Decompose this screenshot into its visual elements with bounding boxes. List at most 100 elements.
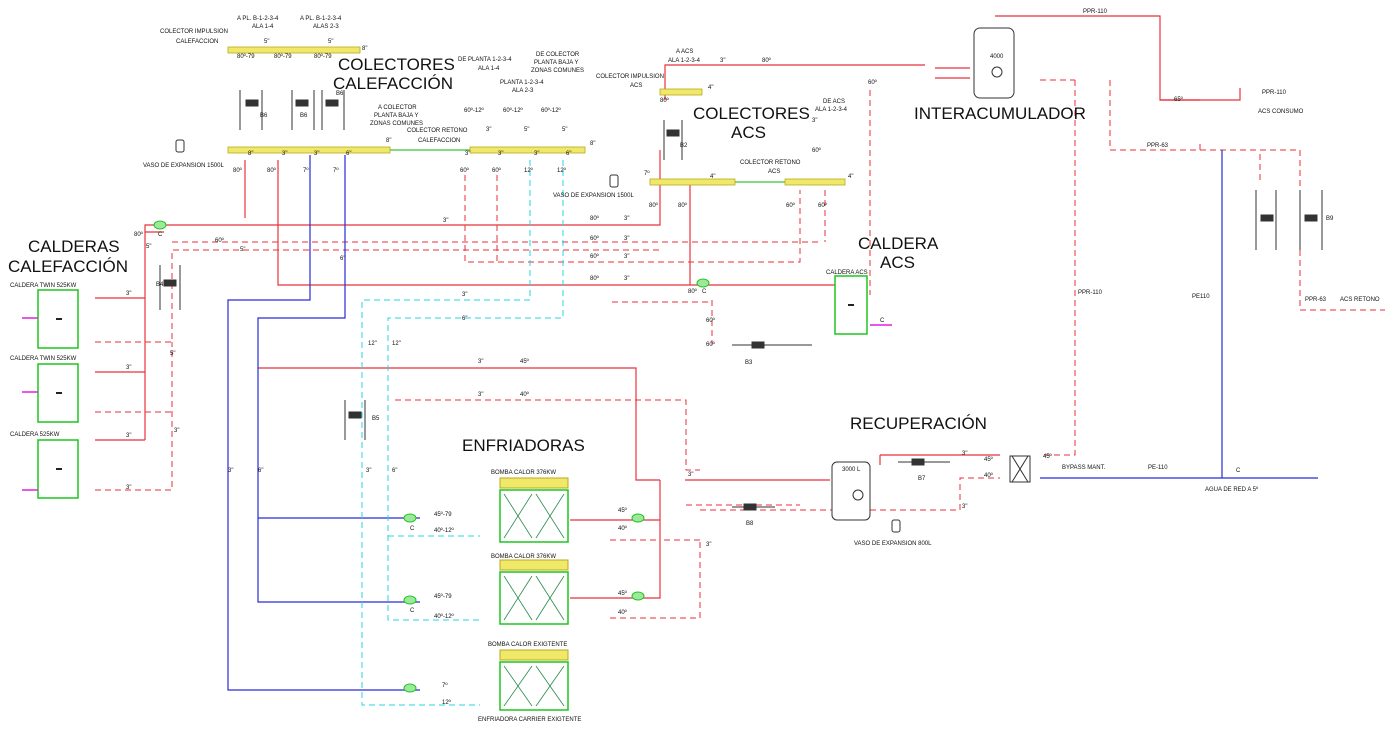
pump-tag: B9 bbox=[1326, 216, 1334, 222]
label: BOMBA CALOR EXIGTENTE bbox=[488, 642, 567, 648]
pipe-size: 60º bbox=[590, 253, 600, 260]
label: ACS bbox=[768, 169, 780, 175]
pipe-size: 45º bbox=[520, 358, 530, 365]
green-lines bbox=[390, 149, 785, 183]
label: DE ACS bbox=[823, 99, 845, 105]
label: CALDERA TWIN 525KW bbox=[10, 356, 77, 362]
pipe-size: C bbox=[410, 526, 415, 532]
label: ENFRIADORA CARRIER EXIGTENTE bbox=[478, 717, 581, 723]
pipe-size: 80º bbox=[590, 215, 600, 222]
title-colectores-cal-2: CALEFACCIÓN bbox=[333, 74, 453, 93]
colector-retorno-calefaccion-a bbox=[227, 146, 391, 154]
vaso-expansion-2 bbox=[609, 174, 619, 188]
label: COLECTOR IMPULSION bbox=[596, 74, 664, 80]
pipe-size: 60º bbox=[868, 79, 878, 86]
label: VASO DE EXPANSION 1500L bbox=[143, 163, 224, 169]
colector-acs-b bbox=[784, 178, 846, 186]
pipe-size: 60º bbox=[818, 202, 828, 209]
pipe-size: C bbox=[702, 289, 707, 295]
pipe-size: 3" bbox=[624, 236, 629, 242]
label: A ACS bbox=[676, 49, 693, 55]
label: ALA 1-2-3-4 bbox=[668, 58, 701, 64]
titles: CALDERAS CALEFACCIÓN COLECTORES CALEFACC… bbox=[8, 55, 1086, 455]
pipe-size: 80º bbox=[590, 275, 600, 282]
colector-impulsion-calefaccion bbox=[227, 46, 361, 54]
pipe-size: 6" bbox=[392, 468, 397, 474]
pipe-size: 3" bbox=[478, 359, 483, 365]
label: BYPASS MANT. bbox=[1062, 465, 1106, 471]
label: CALDERA 525KW bbox=[10, 432, 60, 438]
pipe-size: 45º bbox=[984, 456, 994, 463]
pipe-size: 60º-12º bbox=[503, 107, 524, 114]
magenta-connections bbox=[22, 317, 892, 491]
pipe-size: 60º-12º bbox=[541, 107, 562, 114]
title-colectores-acs-2: ACS bbox=[731, 123, 766, 142]
title-calderas-1: CALDERAS bbox=[28, 237, 120, 256]
pipe-size: 45º bbox=[618, 590, 628, 597]
hot-supply-pipes bbox=[95, 15, 1241, 599]
pump-tags: B4 B2 B3 B5 B6 B6 B6 B7 B8 B9 bbox=[156, 91, 1334, 527]
pipe-size: 5" bbox=[524, 127, 529, 133]
pipe-size: 8" bbox=[590, 141, 595, 147]
pipe-size: 80º bbox=[678, 202, 688, 209]
pipe-size: 5" bbox=[146, 244, 151, 250]
label: ZONAS COMUNES bbox=[531, 68, 584, 74]
pipe-size: 7º bbox=[644, 170, 650, 177]
label: ALA 2-3 bbox=[512, 88, 534, 94]
pipe-size: 80º-79 bbox=[314, 53, 332, 60]
label: A COLECTOR bbox=[378, 105, 417, 111]
pipe-size: 40º bbox=[618, 609, 628, 616]
pipe-size: C bbox=[410, 608, 415, 614]
pipe-size: 80º bbox=[688, 288, 698, 295]
label: ACS RETONO bbox=[1340, 297, 1380, 303]
pipe-size: 7º bbox=[303, 167, 309, 174]
label: COLECTOR RETONO bbox=[407, 128, 468, 134]
pipe-size: 3" bbox=[282, 151, 287, 157]
expansion-vessels bbox=[175, 139, 901, 533]
pipe-size: 3" bbox=[314, 151, 319, 157]
pipe-size: 3" bbox=[126, 291, 131, 297]
label: DE PLANTA 1-2-3-4 bbox=[458, 57, 512, 63]
boilers bbox=[37, 275, 868, 499]
label: PLANTA BAJA Y bbox=[534, 60, 578, 66]
label: VASO DE EXPANSION 1500L bbox=[553, 193, 634, 199]
pipe-size: C bbox=[880, 318, 885, 324]
bomba-calor-2 bbox=[499, 559, 569, 625]
bomba-calor-existente bbox=[499, 649, 569, 711]
title-colectores-cal-1: COLECTORES bbox=[338, 55, 455, 74]
pipe-size: 80º bbox=[134, 231, 144, 238]
label: DE COLECTOR bbox=[536, 52, 580, 58]
pipe-size: 60º bbox=[706, 341, 716, 348]
label: 4000 bbox=[990, 54, 1004, 60]
pipe-size: C bbox=[158, 232, 163, 238]
pipe-size: 80º bbox=[233, 167, 243, 174]
pipe-size: 45º-79 bbox=[434, 593, 452, 600]
bomba-calor-1 bbox=[499, 477, 569, 543]
green-valves bbox=[153, 220, 710, 693]
label: CALEFACCION bbox=[418, 138, 460, 144]
label: ACS bbox=[630, 83, 642, 89]
pipe-size: 60º bbox=[786, 202, 796, 209]
title-enfriadoras: ENFRIADORAS bbox=[462, 436, 585, 455]
interacumulador-tank bbox=[973, 27, 1015, 99]
label: ALA 1-4 bbox=[252, 24, 274, 30]
pipe-size: 12" bbox=[392, 341, 401, 347]
pump-tag: B8 bbox=[746, 521, 754, 527]
pipe-size: 3" bbox=[962, 504, 967, 510]
pipe-size: 12º bbox=[442, 699, 452, 706]
pipe-size: 3" bbox=[720, 58, 725, 64]
pipe-size: 3" bbox=[478, 392, 483, 398]
label: BOMBA CALOR 376KW bbox=[491, 470, 556, 476]
pump-tag: B4 bbox=[156, 282, 164, 288]
label: BOMBA CALOR 376KW bbox=[491, 554, 556, 560]
label: ALA 1-4 bbox=[478, 66, 500, 72]
pipe-size: 8" bbox=[362, 46, 367, 52]
pipe-size: 3" bbox=[126, 433, 131, 439]
pipe-size: 60º bbox=[492, 167, 502, 174]
pump-tag: B6 bbox=[260, 113, 268, 119]
label: ACS CONSUMO bbox=[1258, 109, 1304, 115]
label: CALDERA ACS bbox=[826, 270, 868, 276]
title-caldera-acs-1: CALDERA bbox=[858, 234, 939, 253]
pipe-size: 5" bbox=[240, 247, 245, 253]
pipe-size: 80º bbox=[267, 167, 277, 174]
